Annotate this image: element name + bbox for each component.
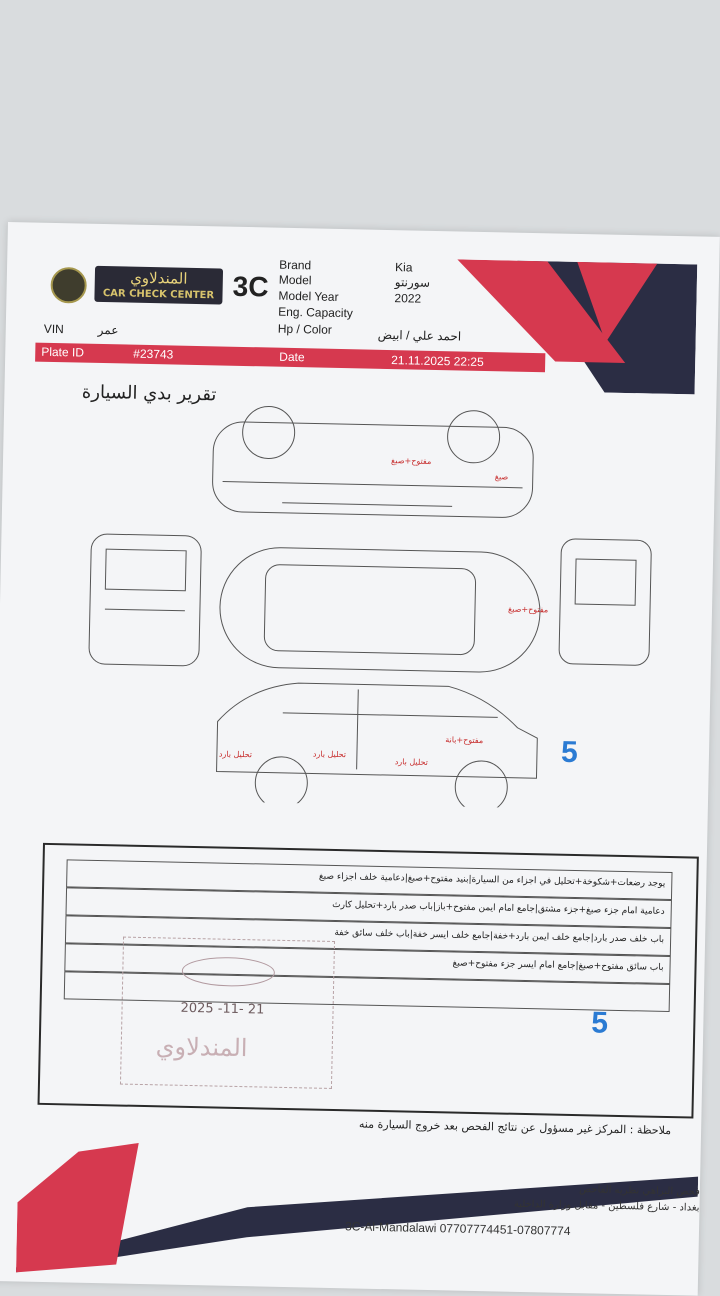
diagram-count: 5: [560, 735, 579, 770]
finding-text: يوجد رضعات+شكوخة+تحليل في اجزاء من السيا…: [318, 871, 666, 889]
stamp-date: 2025 -11- 21: [180, 1000, 265, 1018]
finding-text: باب سائق مفتوح+صبغ|جامع امام ايسر جزء مف…: [452, 958, 664, 973]
corner-red-shape: [457, 259, 626, 363]
note-top-front: صبغ: [494, 472, 509, 482]
car-front-view: [88, 533, 202, 667]
footer-red-shape: [16, 1142, 139, 1273]
car-roof-view: [219, 547, 541, 673]
vin-label: VIN: [43, 321, 64, 337]
note-top-view: مفتوح+صبغ: [390, 456, 432, 466]
vin-value: عمر: [97, 322, 119, 338]
brand-value: Kia: [394, 260, 413, 275]
note-side-door: مفتوح+بانة: [445, 735, 484, 746]
model-label: Model: [278, 272, 312, 288]
stamp-name: المندلاوي: [155, 1032, 248, 1063]
brand-mark: 3C: [232, 270, 269, 303]
footer-decoration: [16, 1142, 699, 1273]
stamp-car-icon: [181, 957, 275, 987]
car-rear-view: [558, 538, 652, 666]
note-mid-body: تحليل بارد: [312, 749, 347, 760]
stamp: 2025 -11- 21 المندلاوي: [119, 936, 336, 1089]
note-left-body: تحليل بارد: [218, 749, 253, 760]
plate-label: Plate ID: [41, 344, 85, 360]
finding-text: باب خلف صدر بارد|جامع خلف ايمن بارد+خفة|…: [334, 927, 665, 945]
findings-count: 5: [591, 1006, 609, 1040]
hp-color-label: Hp / Color: [277, 321, 332, 337]
brand-label: Brand: [279, 257, 312, 273]
logo-arabic: المندلاوي: [129, 268, 188, 288]
date-value: 21.11.2025 22:25: [391, 353, 484, 369]
car-side-view: [216, 682, 538, 811]
logo-english: CAR CHECK CENTER: [102, 288, 215, 302]
note-right-body: تحليل بارد: [394, 757, 429, 767]
model-value: سورنتو: [394, 275, 431, 290]
eng-capacity-label: Eng. Capacity: [278, 304, 354, 321]
plate-value: #23743: [133, 346, 174, 362]
car-top-view-upside: [212, 406, 534, 518]
model-year-value: 2022: [394, 291, 422, 306]
seal-logo: [50, 266, 88, 304]
corner-decoration: [457, 259, 698, 395]
footer-navy-band: [16, 1176, 699, 1273]
hp-color-value: احمد علي / ابيض: [377, 327, 462, 344]
car-diagram: [88, 406, 652, 811]
company-logo: المندلاوي CAR CHECK CENTER: [94, 265, 224, 305]
report-sheet: المندلاوي CAR CHECK CENTER 3C Brand Mode…: [0, 222, 720, 1296]
model-year-label: Model Year: [278, 288, 339, 304]
note-roof: مفتوح+صبغ: [507, 604, 549, 615]
corner-red-shape-2: [577, 261, 658, 343]
date-label: Date: [279, 349, 305, 365]
finding-text: دعامية امام جزء صبغ+جزء مشتق|جامع امام ا…: [332, 899, 665, 917]
